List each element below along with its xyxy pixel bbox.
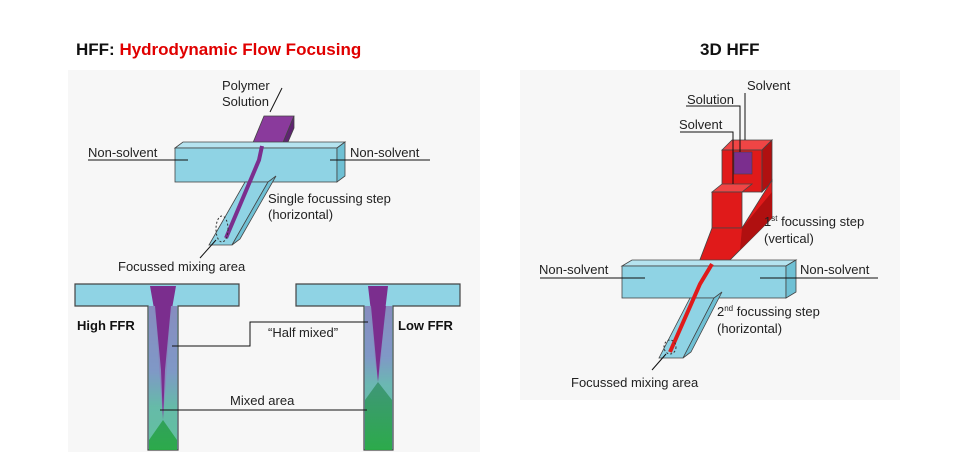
first-step-number: 1 bbox=[764, 214, 771, 229]
first-step-label-line2: (vertical) bbox=[764, 231, 814, 246]
single-step-label-line2: (horizontal) bbox=[268, 207, 333, 222]
3d-hff-chip bbox=[620, 139, 798, 359]
single-step-chip bbox=[173, 115, 347, 246]
3d-outlet-channel-side bbox=[682, 291, 723, 359]
half-mixed-label: “Half mixed” bbox=[268, 325, 338, 340]
single-step-label-line1: Single focussing step bbox=[268, 191, 391, 206]
second-step-ordinal: nd bbox=[724, 304, 733, 313]
3d-horizontal-channel-top bbox=[620, 259, 798, 267]
solution-label: Solution bbox=[687, 92, 734, 107]
leader-half-mixed bbox=[172, 321, 368, 347]
lower-inlet-front bbox=[711, 191, 743, 229]
low-ffr-focus-cone bbox=[368, 286, 388, 382]
first-focusing-channel-shade bbox=[740, 192, 772, 250]
leader-solvent-left bbox=[680, 131, 734, 184]
right-panel-title: 3D HFF bbox=[700, 40, 760, 59]
left-title-prefix: HFF: bbox=[76, 40, 120, 59]
solvent-top-label: Solvent bbox=[747, 78, 791, 93]
focused-region-marker bbox=[215, 215, 229, 243]
leader-polymer bbox=[269, 87, 283, 113]
mixed-area-label: Mixed area bbox=[230, 393, 295, 408]
3d-horizontal-channel-front bbox=[621, 265, 787, 299]
horizontal-channel-end bbox=[336, 141, 346, 183]
focused-mixing-label-right: Focussed mixing area bbox=[571, 375, 699, 390]
second-step-label-line2: (horizontal) bbox=[717, 321, 782, 336]
3d-nonsolvent-left-label: Non-solvent bbox=[539, 262, 609, 277]
left-title-main: Hydrodynamic Flow Focusing bbox=[119, 40, 362, 59]
leader-solution bbox=[686, 105, 741, 152]
high-ffr-cross-section bbox=[74, 283, 240, 451]
first-step-ordinal: st bbox=[771, 214, 778, 223]
high-ffr-blue-sheath bbox=[149, 306, 177, 440]
second-step-number: 2 bbox=[717, 304, 724, 319]
nonsolvent-right-label: Non-solvent bbox=[350, 145, 420, 160]
left-panel-title: HFF: Hydrodynamic Flow Focusing bbox=[76, 40, 361, 60]
low-ffr-cross-section bbox=[295, 283, 461, 451]
leader-focused-mixing bbox=[199, 239, 217, 259]
3d-focused-stream bbox=[668, 262, 714, 353]
polymer-label-line1: Polymer bbox=[222, 78, 270, 93]
3d-outlet-channel-front bbox=[658, 297, 715, 359]
first-step-label-line1: 1st focussing step bbox=[764, 214, 864, 229]
high-ffr-focus-cone bbox=[150, 286, 176, 420]
outlet-channel-side bbox=[231, 175, 277, 246]
low-ffr-blue-sheath bbox=[365, 306, 392, 400]
focused-polymer-stream bbox=[224, 145, 264, 239]
second-step-label-line1: 2nd focussing step bbox=[717, 304, 820, 319]
low-ffr-label: Low FFR bbox=[398, 318, 453, 333]
high-ffr-label: High FFR bbox=[77, 318, 135, 333]
solution-inlet-face bbox=[733, 151, 753, 175]
solvent-left-label: Solvent bbox=[679, 117, 723, 132]
leader-3d-focused-mixing bbox=[651, 353, 667, 371]
3d-horizontal-channel-end bbox=[785, 259, 797, 299]
3d-nonsolvent-right-label: Non-solvent bbox=[800, 262, 870, 277]
polymer-label-line2: Solution bbox=[222, 94, 269, 109]
second-step-text: focussing step bbox=[733, 304, 820, 319]
focused-mixing-label-left: Focussed mixing area bbox=[118, 259, 246, 274]
first-step-text: focussing step bbox=[777, 214, 864, 229]
3d-focused-region-marker bbox=[663, 339, 677, 355]
nonsolvent-left-label: Non-solvent bbox=[88, 145, 158, 160]
